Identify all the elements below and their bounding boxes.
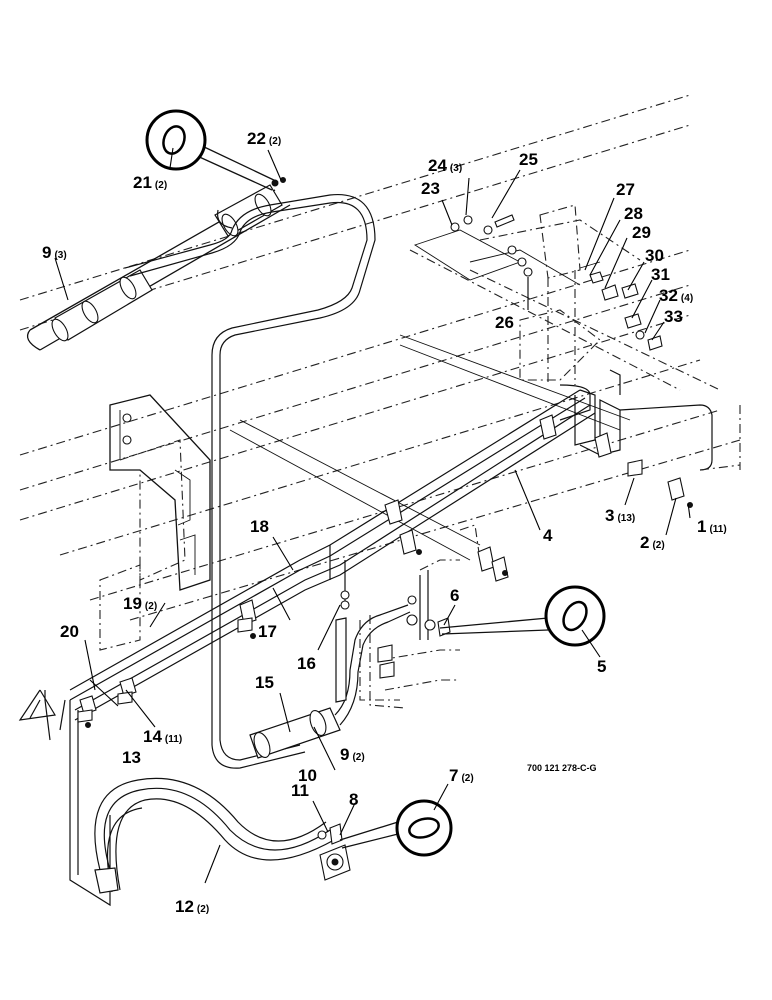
callout-11: 11 bbox=[291, 781, 309, 800]
callout-4: 4 bbox=[543, 526, 553, 545]
valve-fittings-upper-right bbox=[413, 214, 663, 351]
tube-clamps bbox=[77, 414, 693, 728]
mounting-bracket bbox=[109, 394, 211, 591]
steel-tube-bundle bbox=[18, 334, 741, 907]
callout-12: 12(2) bbox=[175, 897, 209, 916]
callout-10: 10 bbox=[298, 766, 317, 785]
control-valve bbox=[317, 823, 351, 881]
callout-6: 6 bbox=[450, 586, 459, 605]
callout-32: 32(4) bbox=[659, 286, 693, 305]
callout-28: 28 bbox=[624, 204, 643, 223]
supply-hoses bbox=[94, 777, 335, 894]
callout-9-lower: 9(2) bbox=[340, 745, 365, 764]
callout-29: 29 bbox=[632, 223, 651, 242]
callout-27: 27 bbox=[616, 180, 635, 199]
callout-24: 24(3) bbox=[428, 156, 462, 175]
lift-cylinder-upper bbox=[26, 177, 291, 351]
callout-8: 8 bbox=[349, 790, 358, 809]
lift-cylinder-lower bbox=[249, 604, 411, 759]
callout-labels: 1(11) 2(2) 3(13) 4 5 6 7(2) 8 9(3) 9(2) … bbox=[42, 129, 727, 916]
figure-reference-number: 700 121 278-C-G bbox=[527, 763, 597, 773]
callout-5: 5 bbox=[597, 657, 606, 676]
callout-18: 18 bbox=[250, 517, 269, 536]
callout-20: 20 bbox=[60, 622, 79, 641]
callout-14: 14(11) bbox=[143, 727, 182, 746]
callout-25: 25 bbox=[519, 150, 538, 169]
callout-23: 23 bbox=[421, 179, 440, 198]
callout-3: 3(13) bbox=[605, 506, 635, 525]
callout-9-upper: 9(3) bbox=[42, 243, 67, 262]
machine-frame-outline bbox=[19, 94, 741, 651]
callout-17: 17 bbox=[258, 622, 277, 641]
o-ring-detail-top bbox=[145, 109, 279, 191]
callout-2: 2(2) bbox=[640, 533, 665, 552]
callout-1: 1(11) bbox=[697, 517, 727, 536]
callout-19: 19(2) bbox=[123, 594, 157, 613]
callout-21: 21(2) bbox=[133, 173, 167, 192]
callout-7: 7(2) bbox=[449, 766, 474, 785]
callout-16: 16 bbox=[297, 654, 316, 673]
callout-15: 15 bbox=[255, 673, 274, 692]
o-ring-detail-middle bbox=[439, 585, 606, 647]
callout-26: 26 bbox=[495, 313, 514, 332]
callout-22: 22(2) bbox=[247, 129, 281, 148]
callout-30: 30 bbox=[645, 246, 664, 265]
center-tee-fittings bbox=[340, 559, 460, 709]
callout-33: 33 bbox=[664, 307, 683, 326]
o-ring-detail-bottom bbox=[339, 799, 453, 857]
leader-lines bbox=[54, 147, 691, 884]
callout-31: 31 bbox=[651, 265, 670, 284]
hydraulic-hose-loop bbox=[124, 193, 376, 769]
callout-13: 13 bbox=[122, 748, 141, 767]
